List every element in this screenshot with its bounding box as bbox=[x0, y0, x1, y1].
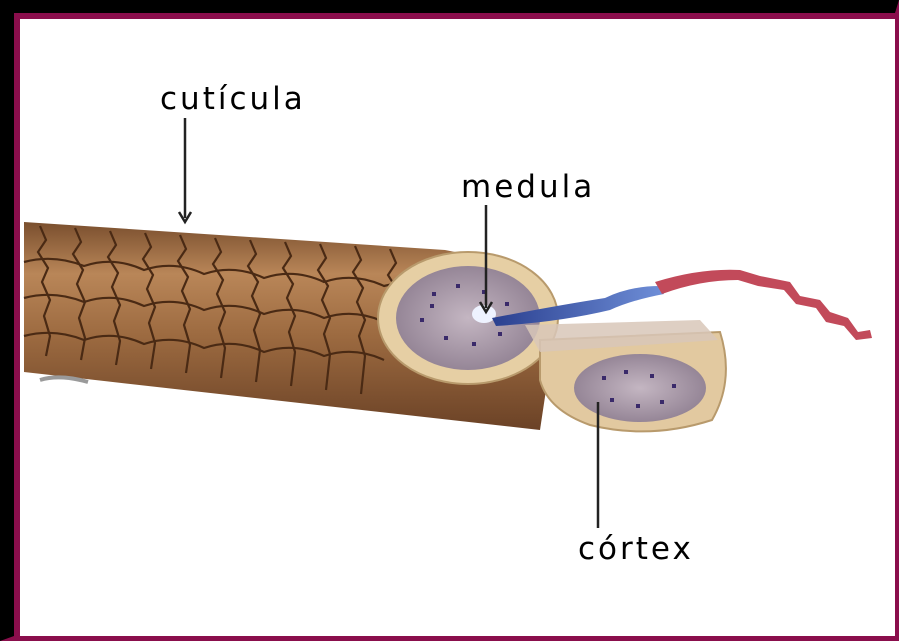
medula-label: medula bbox=[461, 172, 595, 203]
cuticula-label: cutícula bbox=[160, 84, 306, 115]
lower-cross-section bbox=[525, 320, 726, 431]
cortex-label: córtex bbox=[578, 534, 694, 565]
